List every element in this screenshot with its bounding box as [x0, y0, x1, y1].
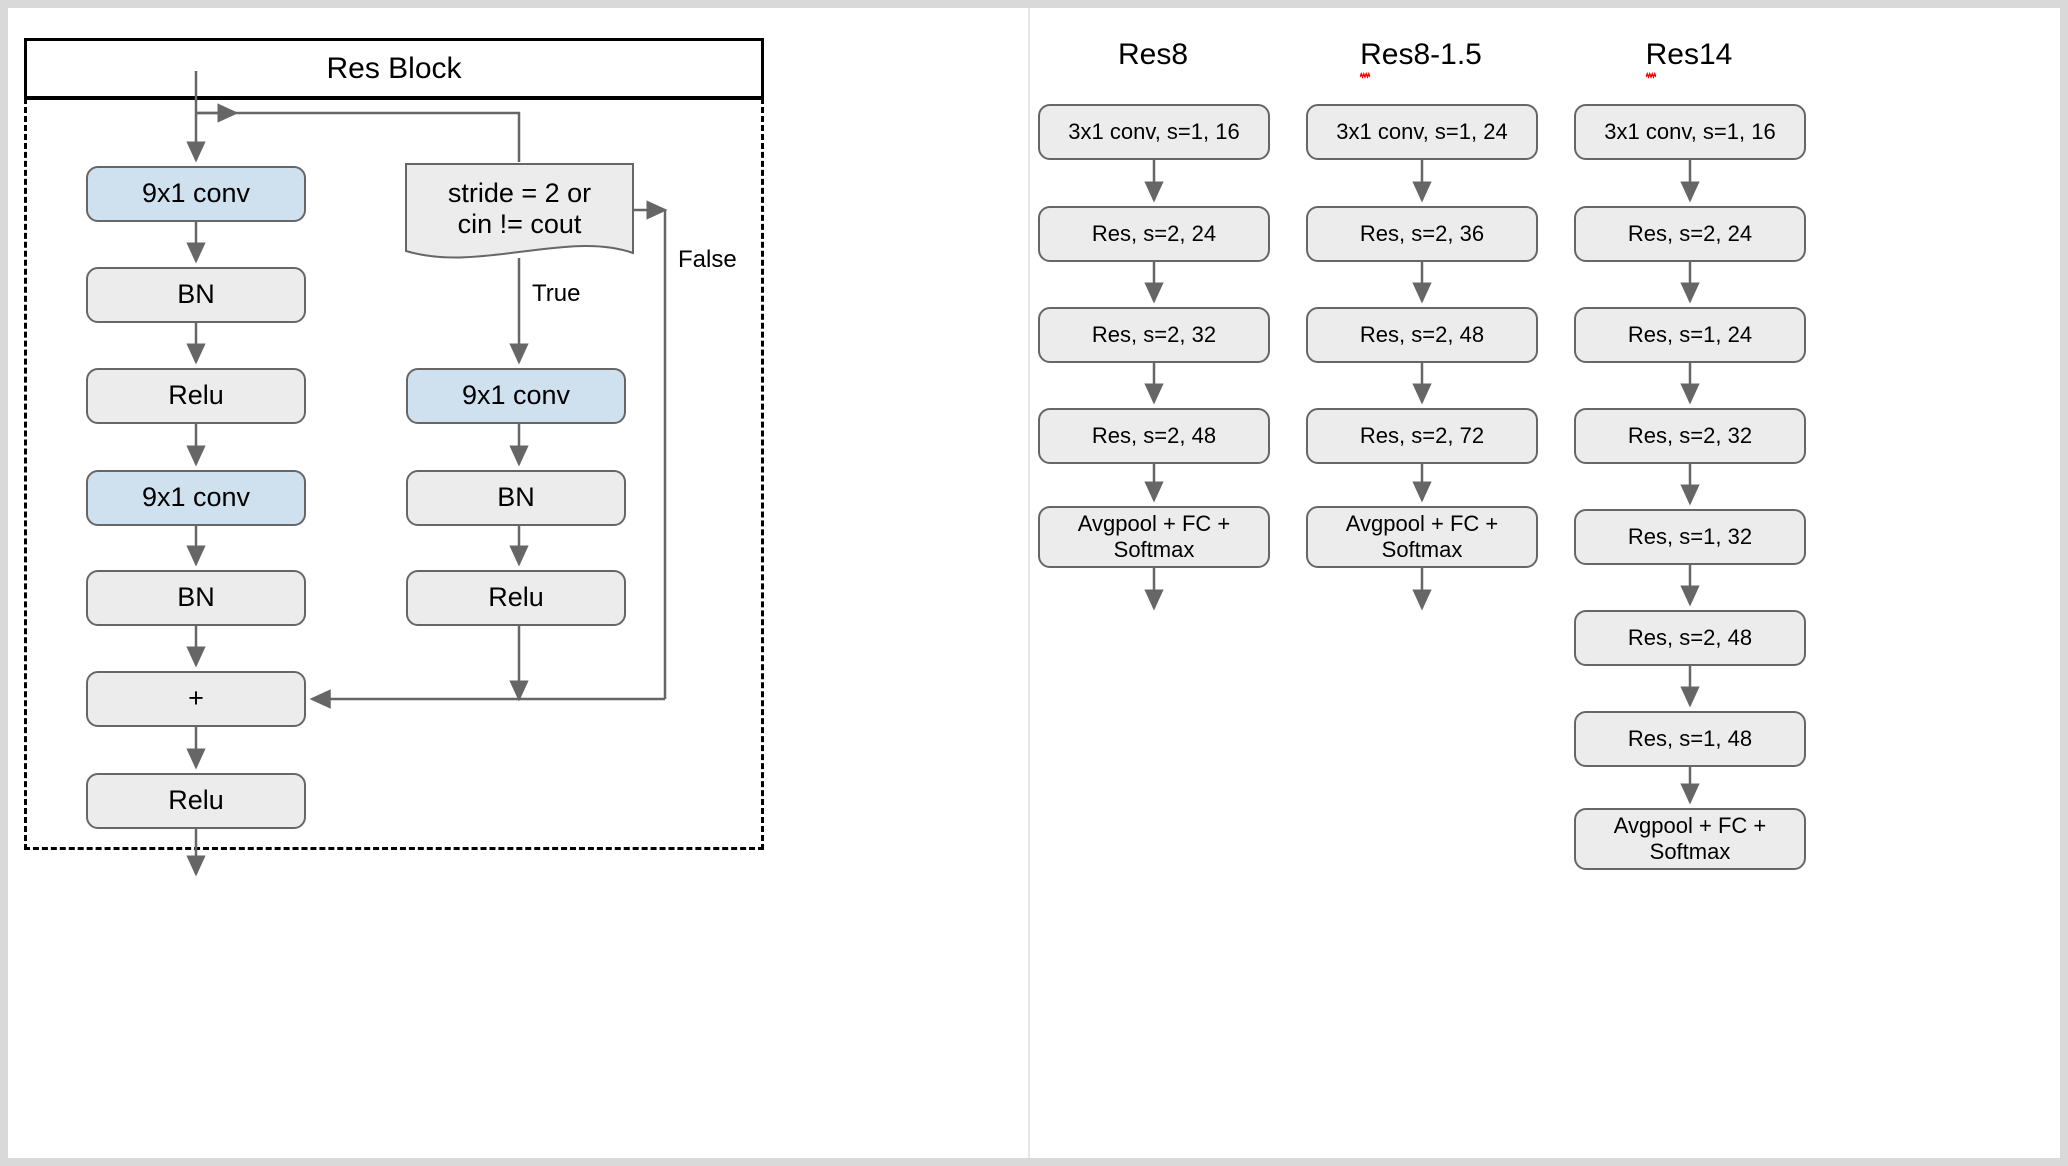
resblock-node-relu2[interactable]: Relu	[86, 773, 306, 829]
node-label: Relu	[488, 582, 544, 613]
stage-label: Res, s=2, 36	[1359, 220, 1485, 246]
res8-stage-2[interactable]: Res, s=2, 32	[1038, 307, 1270, 363]
res8-stage-3[interactable]: Res, s=2, 48	[1038, 408, 1270, 464]
res-block-divider	[24, 96, 764, 99]
node-label: BN	[177, 582, 215, 613]
stage-label: Res, s=1, 48	[1627, 725, 1753, 751]
diagram-canvas: Res Block 9x1 conv BN Relu 9x1 conv BN +…	[8, 8, 2060, 1158]
res8-stage-4[interactable]: Avgpool + FC + Softmax	[1038, 506, 1270, 568]
resblock-node-relu1[interactable]: Relu	[86, 368, 306, 424]
stage-label: 3x1 conv, s=1, 16	[1068, 118, 1240, 144]
res14-stage-4[interactable]: Res, s=1, 32	[1574, 509, 1806, 565]
stage-label: Res, s=2, 24	[1627, 220, 1753, 246]
column-title-res8-15: Res8-1.5	[1306, 38, 1536, 72]
res8-15-stage-1[interactable]: Res, s=2, 36	[1306, 206, 1538, 262]
res14-stage-0[interactable]: 3x1 conv, s=1, 16	[1574, 104, 1806, 160]
column-title-text: Res14	[1645, 38, 1732, 72]
decision-line-1: stride = 2 or	[447, 178, 592, 208]
resblock-shortcut-relu[interactable]: Relu	[406, 570, 626, 626]
res14-stage-7[interactable]: Avgpool + FC + Softmax	[1574, 808, 1806, 870]
stage-label: Res, s=2, 24	[1091, 220, 1217, 246]
res-block-title-box: Res Block	[24, 38, 764, 100]
node-label: 9x1 conv	[141, 178, 251, 209]
spellcheck-underline-icon	[1360, 72, 1370, 79]
stage-label: Res, s=1, 32	[1627, 523, 1753, 549]
resblock-node-bn2[interactable]: BN	[86, 570, 306, 626]
res8-15-stage-3[interactable]: Res, s=2, 72	[1306, 408, 1538, 464]
resblock-node-conv2[interactable]: 9x1 conv	[86, 470, 306, 526]
stage-label: Res, s=2, 48	[1359, 321, 1485, 347]
res-block-dashed-container	[24, 98, 764, 850]
node-label: BN	[177, 279, 215, 310]
stage-label: Avgpool + FC + Softmax	[1345, 510, 1499, 562]
resblock-shortcut-bn[interactable]: BN	[406, 470, 626, 526]
branch-label-false: False	[678, 246, 737, 273]
column-title-text: Res8-1.5	[1360, 38, 1482, 72]
stage-label: Res, s=2, 72	[1359, 422, 1485, 448]
node-label: +	[188, 683, 204, 714]
node-label: 9x1 conv	[461, 380, 571, 411]
stage-label: Res, s=1, 24	[1627, 321, 1753, 347]
res-block-title: Res Block	[326, 52, 462, 85]
decision-label: stride = 2 or cin != cout	[406, 164, 633, 254]
resblock-shortcut-conv[interactable]: 9x1 conv	[406, 368, 626, 424]
res8-15-stage-0[interactable]: 3x1 conv, s=1, 24	[1306, 104, 1538, 160]
resblock-node-bn1[interactable]: BN	[86, 267, 306, 323]
res14-stage-6[interactable]: Res, s=1, 48	[1574, 711, 1806, 767]
column-title-text: Res8	[1117, 38, 1189, 71]
res14-stage-5[interactable]: Res, s=2, 48	[1574, 610, 1806, 666]
node-label: Relu	[168, 380, 224, 411]
stage-label: Avgpool + FC + Softmax	[1077, 510, 1231, 562]
spellcheck-underline-icon	[1646, 72, 1656, 79]
res14-stage-3[interactable]: Res, s=2, 32	[1574, 408, 1806, 464]
node-label: 9x1 conv	[141, 482, 251, 513]
res8-15-stage-2[interactable]: Res, s=2, 48	[1306, 307, 1538, 363]
stage-label: Avgpool + FC + Softmax	[1613, 812, 1767, 864]
node-label: BN	[497, 482, 535, 513]
res14-stage-1[interactable]: Res, s=2, 24	[1574, 206, 1806, 262]
column-title-res14: Res14	[1574, 38, 1804, 72]
res8-15-stage-4[interactable]: Avgpool + FC + Softmax	[1306, 506, 1538, 568]
resblock-node-add[interactable]: +	[86, 671, 306, 727]
branch-label-true: True	[532, 280, 581, 307]
stage-label: Res, s=2, 32	[1627, 422, 1753, 448]
stage-label: Res, s=2, 48	[1627, 624, 1753, 650]
stage-label: 3x1 conv, s=1, 24	[1336, 118, 1508, 144]
panel-divider	[1028, 8, 1030, 1158]
stage-label: Res, s=2, 48	[1091, 422, 1217, 448]
column-title-res8: Res8	[1038, 38, 1268, 72]
resblock-node-conv1[interactable]: 9x1 conv	[86, 166, 306, 222]
res8-stage-0[interactable]: 3x1 conv, s=1, 16	[1038, 104, 1270, 160]
stage-label: 3x1 conv, s=1, 16	[1604, 118, 1776, 144]
res8-stage-1[interactable]: Res, s=2, 24	[1038, 206, 1270, 262]
decision-line-2: cin != cout	[457, 209, 582, 239]
stage-label: Res, s=2, 32	[1091, 321, 1217, 347]
node-label: Relu	[168, 785, 224, 816]
res14-stage-2[interactable]: Res, s=1, 24	[1574, 307, 1806, 363]
